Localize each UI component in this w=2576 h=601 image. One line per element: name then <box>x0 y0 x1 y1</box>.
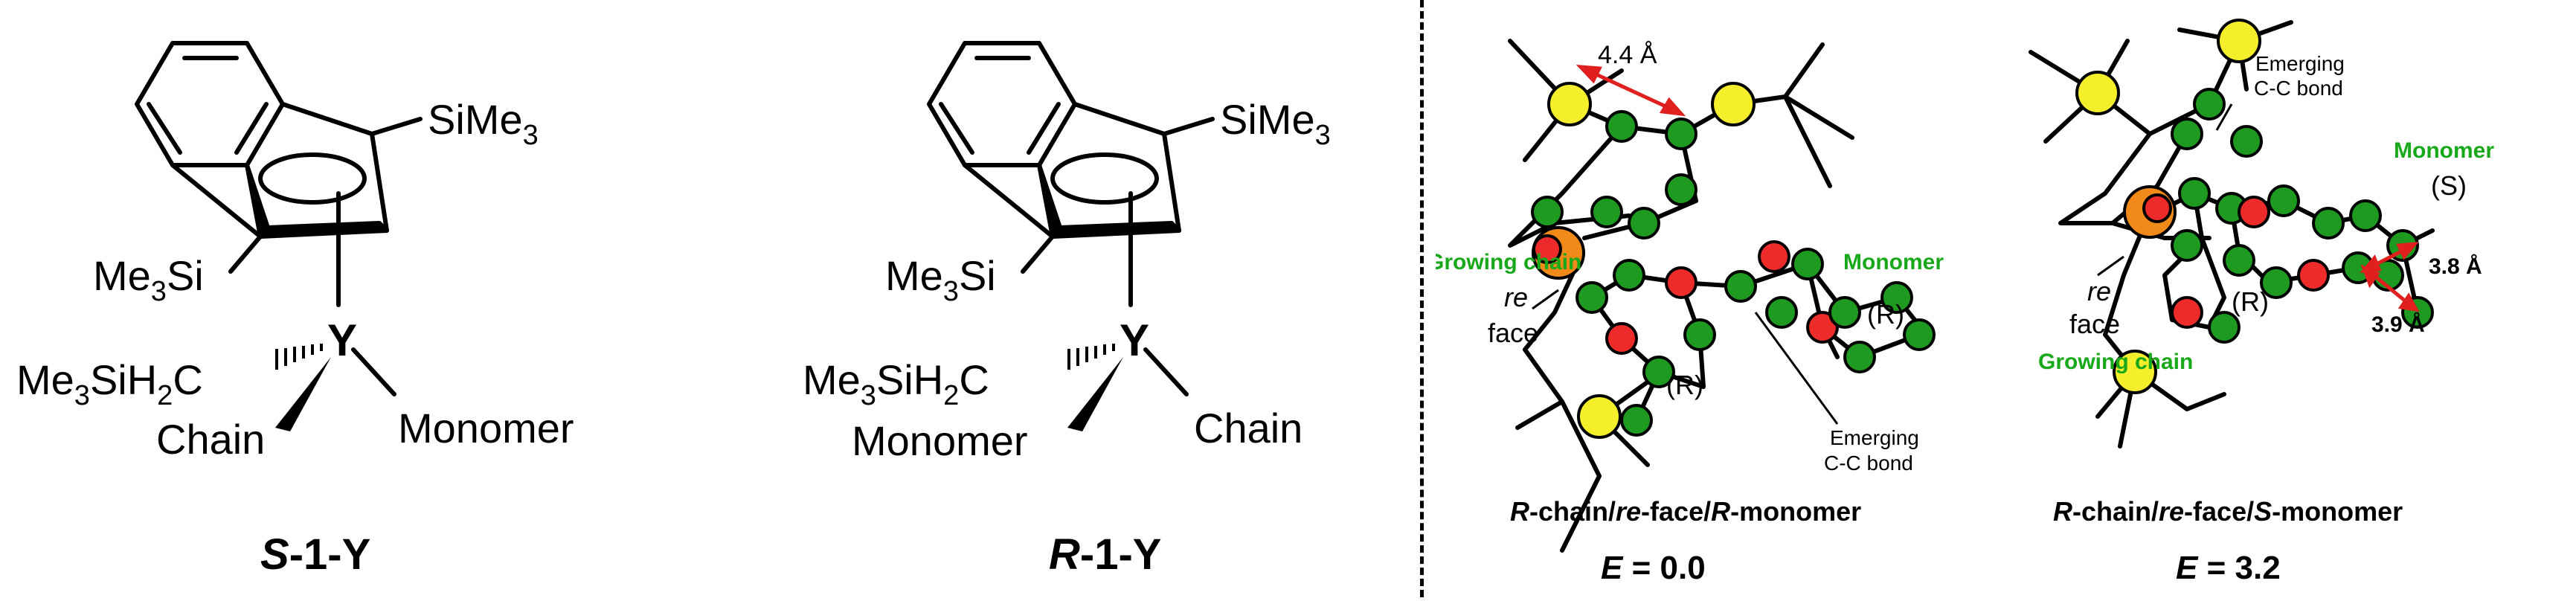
yttrium-label: Y <box>1120 315 1149 365</box>
wedge-bond <box>275 357 331 431</box>
structure-s-drawing: SiMe3 Me3Si Y Me3SiH2C Chain Monomer S-1… <box>16 41 574 579</box>
model-rrr-drawing: 4.4 Å Growing chain re face Monomer (R) … <box>1427 39 1944 586</box>
distance-label-1: 3.8 Å <box>2429 254 2482 279</box>
emerging-bond-label-2: C-C bond <box>1824 451 1913 475</box>
monomer-label: Monomer <box>2394 138 2494 163</box>
emerging-bond-label-2: C-C bond <box>2254 77 2343 100</box>
distance-arrow <box>1576 64 1686 117</box>
lower-right-label: Monomer <box>398 405 574 451</box>
config-label-monomer: (R) <box>1867 299 1904 330</box>
structure-r-panel: SiMe3 Me3Si Y Me3SiH2C Monomer Chain R-1… <box>792 0 1424 597</box>
distance-label: 4.4 Å <box>1598 41 1657 69</box>
face-label: face <box>1488 318 1538 348</box>
model-atoms <box>1531 82 1936 439</box>
face-label: face <box>2069 309 2120 339</box>
dashed-divider <box>1420 0 1424 597</box>
config-label-chain: (R) <box>2232 286 2269 317</box>
pointer-lines <box>1532 289 1839 425</box>
sime3-top-label: SiMe3 <box>428 96 539 151</box>
emerging-bond-label-1: Emerging <box>2255 52 2345 75</box>
energy-label: E = 3.2 <box>2176 550 2281 586</box>
caption: R-chain/re-face/S-monomer <box>2053 496 2403 527</box>
config-label-chain: (R) <box>1666 370 1703 400</box>
emerging-bond-label-1: Emerging <box>1830 426 1919 449</box>
structure-r-drawing: SiMe3 Me3Si Y Me3SiH2C Monomer Chain R-1… <box>803 41 1331 579</box>
structure-title: S-1-Y <box>260 530 370 579</box>
structure-title: R-1-Y <box>1049 530 1161 579</box>
re-label: re <box>1504 282 1528 312</box>
me3si-left-label: Me3Si <box>885 252 996 307</box>
ch2-sime3-label: Me3SiH2C <box>803 356 989 411</box>
energy-label: E = 0.0 <box>1601 550 1706 586</box>
ch2-sime3-label: Me3SiH2C <box>16 356 203 411</box>
caption: R-chain/re-face/R-monomer <box>1510 496 1861 527</box>
model-rrr-panel: 4.4 Å Growing chain re face Monomer (R) … <box>1427 0 2001 597</box>
re-label: re <box>2087 276 2111 306</box>
model-atoms <box>2075 19 2434 394</box>
model-rrs-panel: Emerging C-C bond Monomer (S) 3.8 Å 3.9 … <box>2016 0 2576 597</box>
distance-label-2: 3.9 Å <box>2371 312 2425 337</box>
config-label-monomer: (S) <box>2431 170 2467 201</box>
me3si-left-label: Me3Si <box>93 252 204 307</box>
wedge-bond <box>1067 357 1123 431</box>
structure-s-panel: SiMe3 Me3Si Y Me3SiH2C Chain Monomer S-1… <box>0 0 669 597</box>
pointer-lines <box>2097 103 2233 277</box>
growing-chain-label: Growing chain <box>1436 250 1581 274</box>
hashed-bond <box>275 344 323 370</box>
growing-chain-label: Growing chain <box>2038 350 2193 374</box>
yttrium-label: Y <box>327 315 357 365</box>
sime3-top-label: SiMe3 <box>1220 96 1331 151</box>
lower-right-label: Chain <box>1194 405 1303 451</box>
model-rrs-drawing: Emerging C-C bond Monomer (S) 3.8 Å 3.9 … <box>2029 19 2494 586</box>
monomer-label: Monomer <box>1843 250 1944 274</box>
hashed-bond <box>1067 344 1115 370</box>
lower-left-label: Chain <box>156 416 265 463</box>
distance-arrows <box>2360 241 2420 312</box>
lower-left-label: Monomer <box>852 417 1028 464</box>
